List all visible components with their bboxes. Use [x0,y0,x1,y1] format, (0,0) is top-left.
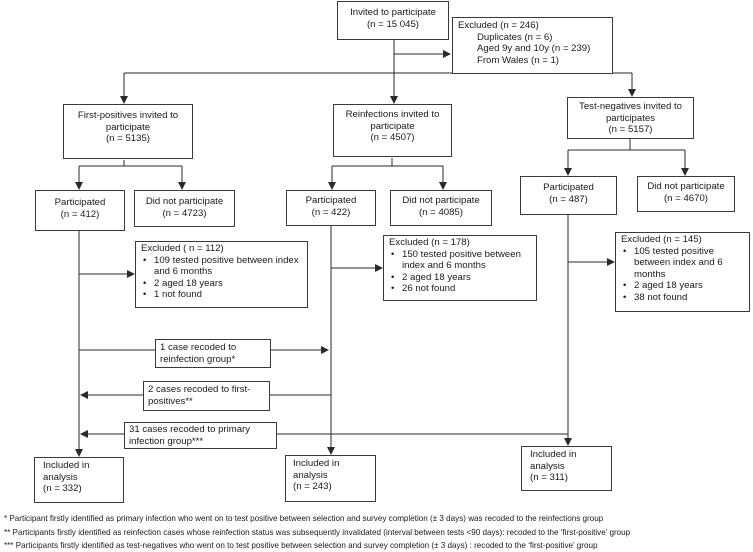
first-participated-count: (n = 412) [60,208,100,220]
reinf-not-participate-count: (n = 4085) [418,206,463,218]
testneg-not-participate-box: Did not participate (n = 4670) [637,176,735,212]
first-participated-label: Participated [54,197,106,208]
reinf-excluded-item: 2 aged 18 years [391,272,533,284]
invited-box: Invited to participate (n = 15 045) [337,1,449,40]
first-not-participate-count: (n = 4723) [162,207,207,219]
recode-to-first-box: 2 cases recoded to first- positives** [143,381,270,411]
first-excluded-box: Excluded ( n = 112) 109 tested positive … [135,241,308,308]
recode-to-primary-line2: infection group*** [129,435,204,447]
reinfections-title-line1: Reinfections invited to [345,109,440,120]
reinf-included-line1: Included in [293,458,340,469]
test-negatives-title-line2: participates [605,112,656,124]
test-negatives-count: (n = 5157) [608,124,653,136]
testneg-included-line2: analysis [530,460,565,472]
testneg-excluded-item: 105 tested positive between index and 6 … [623,246,746,281]
footnote-1: * Participant firstly identified as prim… [4,514,604,523]
first-excluded-item: 2 aged 18 years [143,278,304,290]
first-participated-box: Participated (n = 412) [35,190,125,231]
reinf-included-line2: analysis [293,469,328,481]
testneg-included-box: Included in analysis (n = 311) [521,446,612,491]
recode-to-reinfection-line2: reinfection group* [160,353,236,365]
excluded-top-item: Aged 9y and 10y (n = 239) [477,43,591,55]
testneg-excluded-title: Excluded (n = 145) [621,234,702,245]
recode-to-first-line1: 2 cases recoded to first- [148,384,251,395]
recode-to-primary-line1: 31 cases recoded to primary [129,424,251,435]
first-included-line1: Included in [43,460,90,471]
excluded-top-box: Excluded (n = 246) Duplicates (n = 6) Ag… [452,17,613,74]
testneg-excluded-box: Excluded (n = 145) 105 tested positive b… [615,232,750,312]
test-negatives-title-line1: Test-negatives invited to [579,101,682,112]
first-not-participate-label: Did not participate [145,196,224,207]
invited-count: (n = 15 045) [366,18,419,30]
reinf-included-count: (n = 243) [293,481,332,493]
testneg-participated-label: Participated [543,182,594,193]
first-excluded-list: 109 tested positive between index and 6 … [141,255,304,301]
first-positives-count: (n = 5135) [105,133,150,145]
testneg-included-count: (n = 311) [530,472,568,484]
testneg-participated-count: (n = 487) [549,193,588,205]
recode-to-first-line2: positives** [148,395,193,407]
testneg-excluded-list: 105 tested positive between index and 6 … [621,246,746,304]
reinf-participated-box: Participated (n = 422) [286,190,376,226]
reinf-participated-count: (n = 422) [311,206,351,218]
test-negatives-invited-box: Test-negatives invited to participates (… [567,97,694,139]
footnote-2: ** Participants firstly identified as re… [4,528,631,537]
first-positives-title-line1: First-positives invited to [77,110,179,121]
testneg-not-participate-count: (n = 4670) [663,192,708,204]
testneg-excluded-item: 2 aged 18 years [623,280,746,292]
reinf-not-participate-label: Did not participate [402,195,480,206]
testneg-excluded-item: 38 not found [623,292,746,304]
recode-to-reinfection-line1: 1 case recoded to [160,342,237,353]
first-included-line2: analysis [43,471,78,483]
reinf-excluded-title: Excluded (n = 178) [389,237,470,248]
excluded-top-title: Excluded (n = 246) [458,20,539,31]
reinf-excluded-box: Excluded (n = 178) 150 tested positive b… [383,235,537,301]
reinfections-title-line2: participate [370,120,415,132]
first-positives-invited-box: First-positives invited to participate (… [63,104,193,159]
reinf-participated-label: Participated [305,195,357,206]
reinf-included-box: Included in analysis (n = 243) [285,455,376,502]
reinf-excluded-item: 26 not found [391,283,533,295]
excluded-top-item: Duplicates (n = 6) [477,31,553,43]
reinf-not-participate-box: Did not participate (n = 4085) [390,190,492,226]
first-excluded-title: Excluded ( n = 112) [141,243,224,254]
first-included-count: (n = 332) [43,483,82,495]
testneg-included-line1: Included in [530,449,577,460]
excluded-top-item: From Wales (n = 1) [477,54,560,66]
first-positives-title-line2: participate [105,121,151,133]
first-not-participate-box: Did not participate (n = 4723) [134,190,235,227]
invited-title: Invited to participate [350,7,436,18]
first-excluded-item: 1 not found [143,289,304,301]
recode-to-primary-box: 31 cases recoded to primary infection gr… [124,422,277,449]
footnote-3: *** Participants firstly identified as t… [4,541,598,550]
reinfections-invited-box: Reinfections invited to participate (n =… [333,104,452,157]
reinfections-count: (n = 4507) [370,132,415,144]
testneg-not-participate-label: Did not participate [647,181,725,192]
reinf-excluded-item: 150 tested positive between index and 6 … [391,249,533,272]
testneg-participated-box: Participated (n = 487) [520,176,617,215]
reinf-excluded-list: 150 tested positive between index and 6 … [389,249,533,295]
recode-to-reinfection-box: 1 case recoded to reinfection group* [155,339,271,368]
first-excluded-item: 109 tested positive between index and 6 … [143,255,304,278]
first-included-box: Included in analysis (n = 332) [34,457,124,503]
